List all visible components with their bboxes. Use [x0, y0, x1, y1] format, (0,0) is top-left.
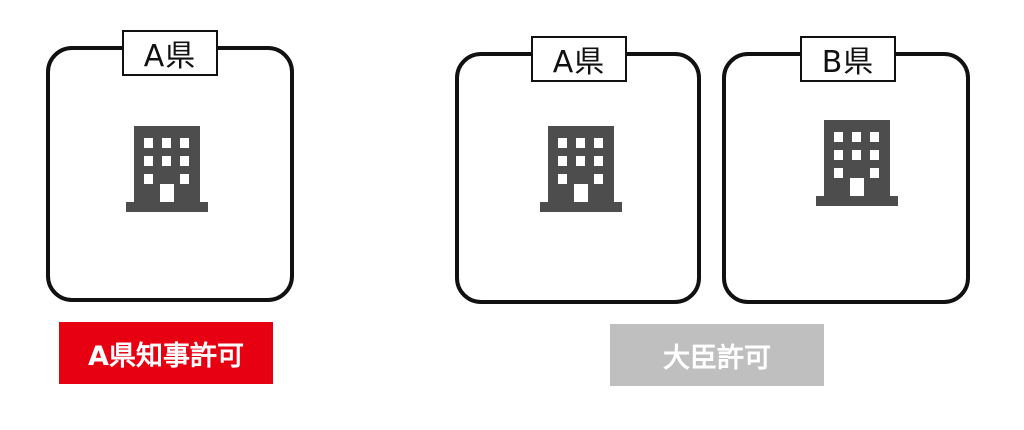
office-building-icon — [540, 126, 622, 212]
prefecture-a-tag-left-label: A県 — [143, 39, 197, 74]
prefecture-a-tag-right-label: A県 — [552, 45, 606, 80]
office-building-icon — [126, 126, 208, 212]
office-building-icon — [816, 120, 898, 206]
prefecture-b-tag-label: B県 — [821, 45, 875, 80]
minister-permit-label: 大臣許可 — [610, 324, 824, 386]
governor-permit-label: A県知事許可 — [59, 322, 273, 384]
prefecture-b-tag: B県 — [800, 36, 896, 82]
prefecture-a-tag-left: A県 — [122, 30, 218, 76]
prefecture-a-tag-right: A県 — [531, 36, 627, 82]
